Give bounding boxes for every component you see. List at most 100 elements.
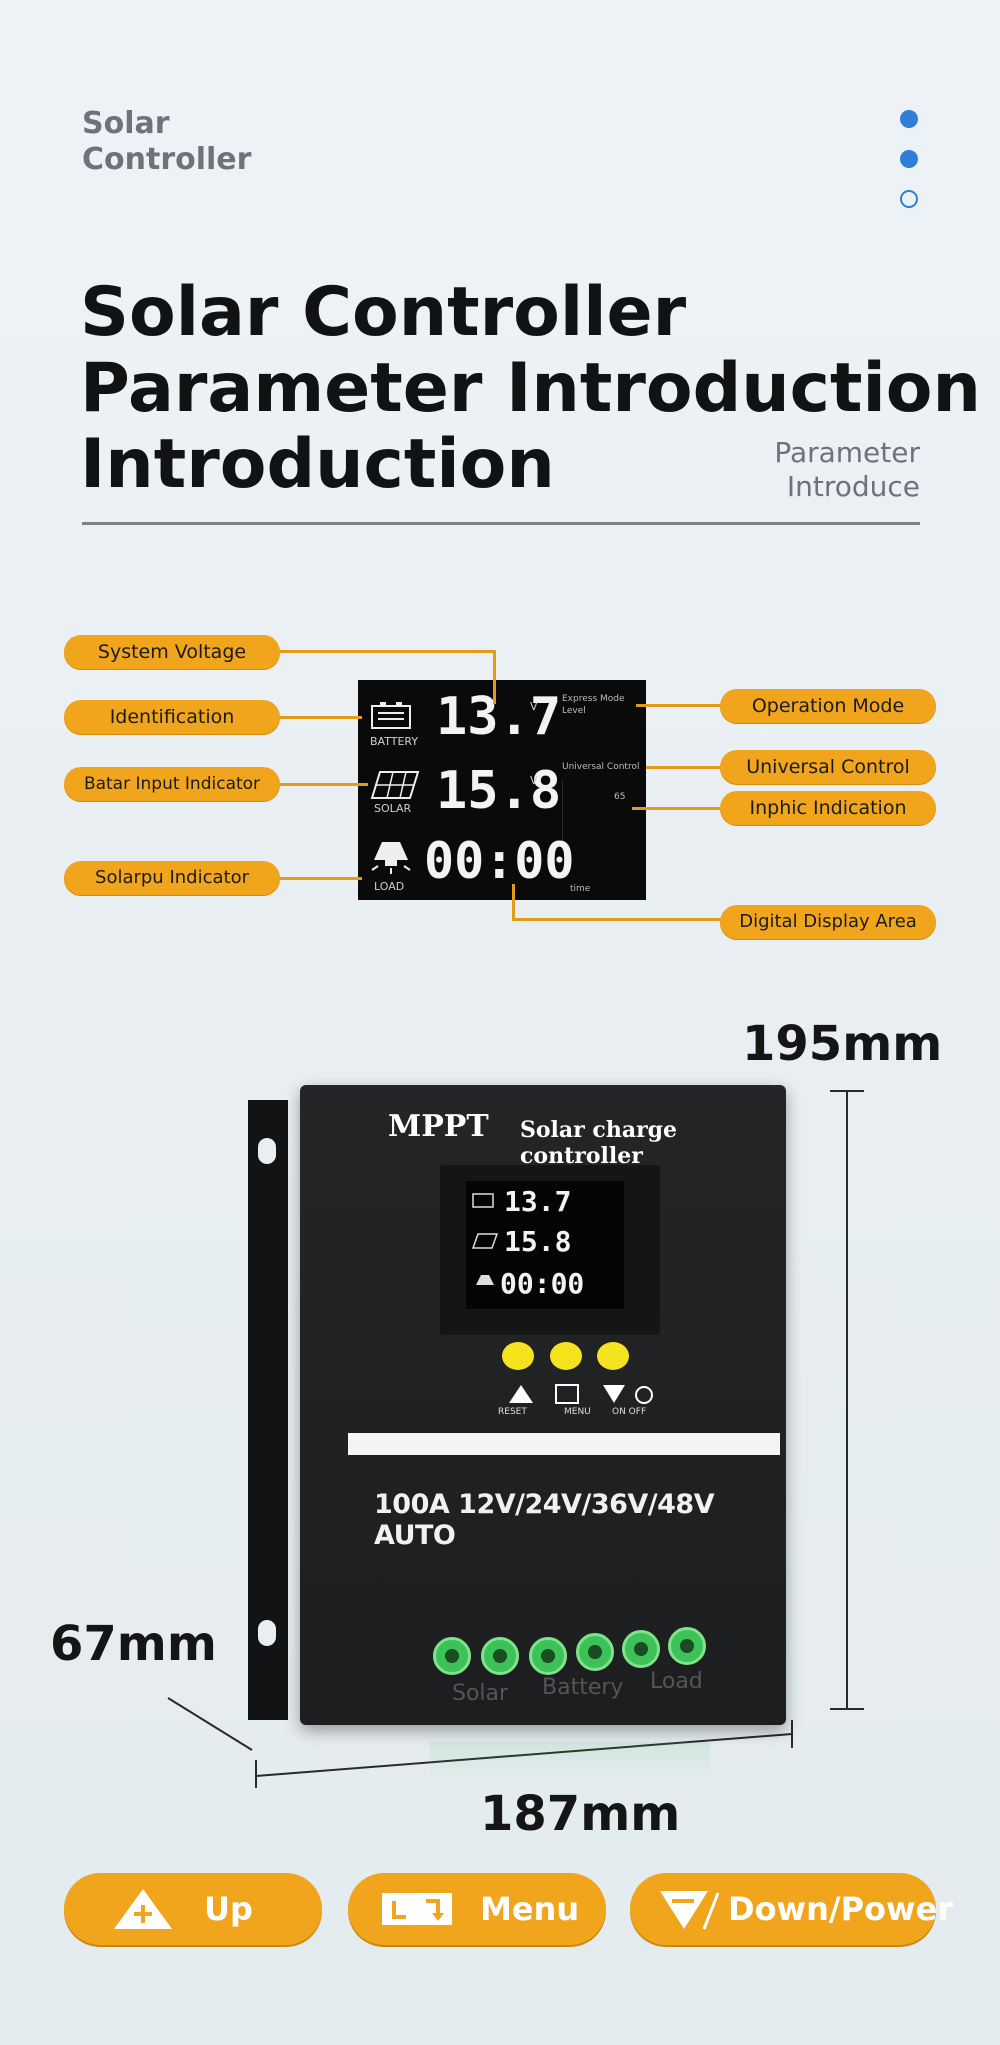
callout-digital-display: Digital Display Area [720, 905, 936, 939]
height-cap-bottom [830, 1708, 864, 1710]
callout-batar-input: Batar Input Indicator [64, 767, 280, 801]
lead-identification [280, 716, 362, 719]
graphic-indication-text: 65 [614, 792, 626, 802]
controller-device: MPPT Solar charge controller 13.7 15.8 0… [300, 1085, 786, 1725]
device-time-value: 00:00 [500, 1267, 585, 1300]
up-icon [114, 1889, 172, 1929]
down-power-button[interactable]: Down/Power [630, 1873, 953, 1945]
load-lamp-icon [371, 842, 411, 874]
callout-operation-mode: Operation Mode [720, 689, 936, 723]
device-button-menu[interactable] [550, 1342, 582, 1370]
device-button-up[interactable] [502, 1342, 534, 1370]
device-white-strip [348, 1433, 780, 1455]
device-up-icon [509, 1385, 533, 1403]
lead-system-voltage-h [280, 650, 494, 653]
mount-hole-top [258, 1138, 276, 1164]
solar-voltage-value: 15.8 [436, 761, 562, 821]
terminal-battery-label: Battery [542, 1675, 624, 1700]
down-power-button-label: Down/Power [728, 1890, 954, 1928]
solar-label: SOLAR [374, 802, 412, 815]
terminal-battery-pos [529, 1637, 567, 1675]
time-suffix: time [570, 884, 591, 894]
page-dot-1[interactable] [900, 110, 918, 128]
terminal-load-pos [622, 1630, 660, 1668]
menu-button[interactable]: Menu [348, 1873, 606, 1945]
lcd-display-diagram: BATTERY 13.7 V Express Mode Level SOLAR … [358, 680, 646, 900]
terminal-solar-pos [433, 1637, 471, 1675]
lead-universal-control [646, 766, 720, 769]
mode-text-1: Express Mode [562, 694, 625, 704]
page-dot-3[interactable] [900, 190, 918, 208]
page-title: Solar Controller Parameter Introduction … [80, 275, 981, 503]
terminal-solar-neg [481, 1637, 519, 1675]
terminal-load-neg [668, 1627, 706, 1665]
brand-label: Solar Controller [82, 106, 251, 178]
device-model: Solar charge controller [520, 1117, 678, 1169]
height-line [846, 1090, 848, 1710]
device-down-power-icon [603, 1385, 653, 1404]
device-brand: MPPT [388, 1109, 489, 1144]
device-load-icon [476, 1275, 494, 1285]
mounting-bracket [248, 1100, 288, 1720]
brand-line-1: Solar [82, 106, 170, 141]
lead-digital-display-v [512, 884, 515, 920]
universal-control-text: Universal Control [562, 762, 640, 772]
width-depth-lines [167, 1697, 793, 1788]
down-icon [660, 1891, 720, 1930]
height-cap-top [830, 1090, 864, 1092]
device-battery-value: 13.7 [504, 1185, 572, 1218]
title-line-2: Parameter Introduction [80, 349, 981, 428]
device-spec: 100A 12V/24V/36V/48V AUTO [374, 1489, 715, 1551]
device-onoff-label: ON OFF [612, 1407, 647, 1417]
height-dimension: 195mm [742, 1016, 943, 1072]
subtitle-line-2: Introduce [786, 470, 920, 503]
terminal-load-label: Load [650, 1669, 703, 1694]
subtitle-line-1: Parameter [774, 436, 920, 469]
terminal-solar-label: Solar [452, 1681, 509, 1706]
terminal-battery-neg [576, 1633, 614, 1671]
device-menu-label: MENU [564, 1407, 591, 1417]
device-solar-value: 15.8 [504, 1225, 572, 1258]
device-menu-icon [555, 1384, 579, 1404]
callout-universal-control: Universal Control [720, 750, 936, 784]
brand-line-2: Controller [82, 142, 252, 177]
solar-unit: V [530, 774, 538, 787]
title-line-1: Solar Controller [80, 273, 687, 352]
lead-graphic-indication [632, 807, 720, 810]
page-subtitle: Parameter Introduce [700, 436, 920, 504]
device-battery-icon [472, 1193, 494, 1208]
load-label: LOAD [374, 880, 405, 893]
width-dimension: 187mm [480, 1786, 681, 1842]
battery-voltage-value: 13.7 [436, 687, 562, 747]
mount-hole-bottom [258, 1620, 276, 1646]
battery-label: BATTERY [370, 735, 419, 748]
device-reflection [430, 1742, 710, 1782]
up-button[interactable]: Up [64, 1873, 322, 1945]
mode-text-2: Level [562, 706, 586, 716]
lead-system-voltage-v [493, 650, 496, 704]
device-solar-icon [472, 1233, 498, 1249]
lead-digital-display-h [512, 918, 722, 921]
page-dot-2[interactable] [900, 150, 918, 168]
lead-solarpu [280, 877, 362, 880]
lead-operation-mode [636, 704, 720, 707]
lead-batar-input [280, 783, 368, 786]
device-button-down[interactable] [597, 1342, 629, 1370]
depth-dimension: 67mm [50, 1616, 217, 1672]
page-indicator[interactable] [900, 110, 918, 230]
battery-unit: V [530, 700, 538, 713]
device-screen: 13.7 15.8 00:00 [466, 1181, 624, 1309]
title-line-3: Introduction [80, 425, 555, 504]
callout-system-voltage: System Voltage [64, 635, 280, 669]
device-reset-label: RESET [498, 1407, 527, 1417]
callout-identification: Identification [64, 700, 280, 734]
solar-panel-icon [370, 771, 420, 799]
time-value: 00:00 [424, 832, 575, 890]
up-button-label: Up [204, 1890, 253, 1928]
title-divider [82, 522, 920, 525]
device-screen-bezel: 13.7 15.8 00:00 [440, 1165, 660, 1335]
menu-button-label: Menu [480, 1890, 580, 1928]
battery-icon [371, 702, 411, 729]
menu-icon [382, 1893, 452, 1925]
callout-graphic-indication: Inphic Indication [720, 791, 936, 825]
